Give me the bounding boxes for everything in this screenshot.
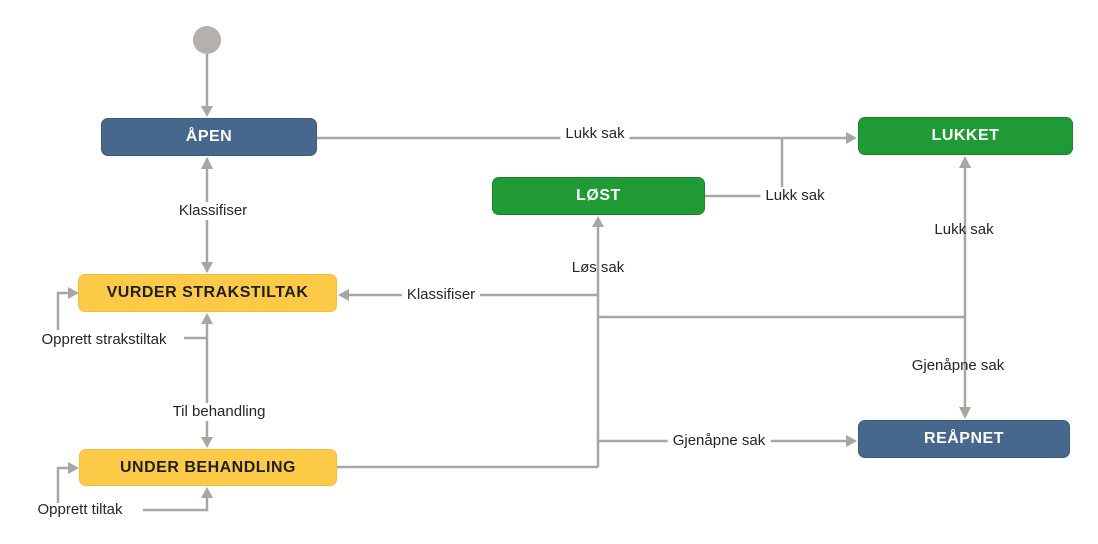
label-klassifiser-horizontal: Klassifiser xyxy=(401,286,481,304)
state-vurder-strakstiltak: VURDER STRAKSTILTAK xyxy=(78,274,337,312)
edge-start-to-apen xyxy=(193,26,221,117)
label-opprett-tiltak: Opprett tiltak xyxy=(37,501,123,518)
label-til-behandling: Til behandling xyxy=(167,403,271,421)
state-lukket-label: LUKKET xyxy=(931,127,1000,144)
edge-rail-to-lost xyxy=(592,216,604,467)
label-los-sak: Løs sak xyxy=(571,259,625,276)
label-lukk-sak-top: Lukk sak xyxy=(560,125,630,143)
state-lost-label: LØST xyxy=(576,187,621,204)
edge-rail-to-lukket xyxy=(959,156,971,317)
edge-opprett-tiltak xyxy=(56,462,213,512)
state-lukket: LUKKET xyxy=(858,117,1073,155)
label-opprett-strakstiltak: Opprett strakstiltak xyxy=(41,331,167,348)
edge-opprett-strakstiltak xyxy=(56,287,207,340)
edge-vurder-under xyxy=(201,313,213,448)
state-lost: LØST xyxy=(492,177,705,215)
label-gjenapne-sak-horizontal: Gjenåpne sak xyxy=(667,432,771,450)
label-lukk-sak-vertical: Lukk sak xyxy=(934,221,994,238)
state-reapnet-label: REÅPNET xyxy=(924,430,1004,447)
state-vurder-strakstiltak-label: VURDER STRAKSTILTAK xyxy=(106,284,309,301)
state-apen: ÅPEN xyxy=(101,118,317,156)
state-apen-label: ÅPEN xyxy=(185,128,233,145)
label-lukk-sak-lost: Lukk sak xyxy=(760,187,830,205)
label-klassifiser-vertical: Klassifiser xyxy=(173,202,253,220)
start-node xyxy=(193,26,221,54)
edge-rail-to-reapnet xyxy=(959,317,971,419)
state-under-behandling-label: UNDER BEHANDLING xyxy=(120,458,296,476)
state-under-behandling: UNDER BEHANDLING xyxy=(79,449,337,486)
state-reapnet: REÅPNET xyxy=(858,420,1070,458)
label-gjenapne-sak-vertical: Gjenåpne sak xyxy=(911,357,1005,374)
